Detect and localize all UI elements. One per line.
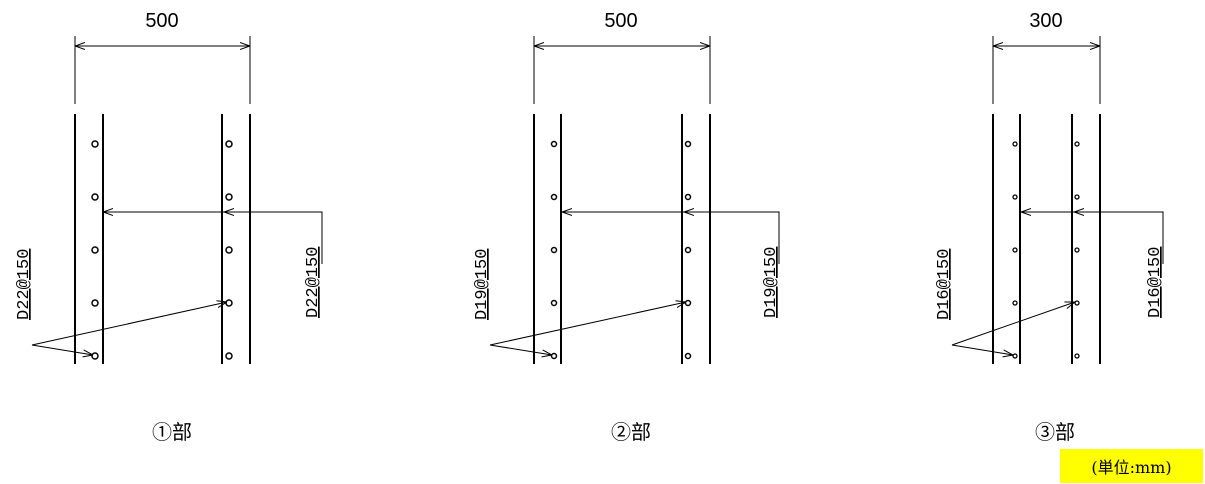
section-caption: ②部 [611,420,651,444]
rebar-dots-left [91,140,99,360]
bar-label-right: D16@150 [1146,247,1165,318]
dimension-line [992,36,1101,104]
bar-label-left: D16@150 [935,249,954,320]
section-caption: ①部 [152,420,192,444]
leader-lines-left [31,302,227,355]
width-dimension-label: 500 [145,10,178,32]
rebar-dots-right [684,140,692,360]
section-3: 300 D16@150 D16@150 ③部 [935,10,1165,444]
leader-lines-left [951,302,1075,355]
wall-left [74,114,104,364]
wall-left [533,114,562,364]
wall-right [1071,114,1101,364]
leader-lines-right [103,212,323,264]
wall-left [992,114,1021,364]
leader-lines-right [1021,212,1164,264]
width-dimension-label: 500 [604,10,637,32]
bar-label-right: D22@150 [304,247,323,318]
width-dimension-label: 300 [1029,10,1062,32]
wall-right [221,114,251,364]
rebar-dots-left [1012,141,1018,359]
dimension-line [533,36,711,104]
leader-lines-right [562,212,780,264]
bar-label-left: D19@150 [473,249,492,320]
bar-label-left: D22@150 [15,249,34,320]
wall-right [681,114,711,364]
dimension-line [74,36,251,104]
leader-lines-left [489,302,686,355]
section-2: 500 D19@150 D19@150 ②部 [473,10,781,444]
units-note: (単位:mm) [1060,449,1203,483]
rebar-dots-left [550,140,558,360]
section-1: 500 D22@150 D22@150 ①部 [15,10,323,444]
rebar-dots-right [225,140,233,360]
rebar-dots-right [1074,141,1080,359]
section-caption: ③部 [1035,420,1075,444]
bar-label-right: D19@150 [762,247,781,318]
